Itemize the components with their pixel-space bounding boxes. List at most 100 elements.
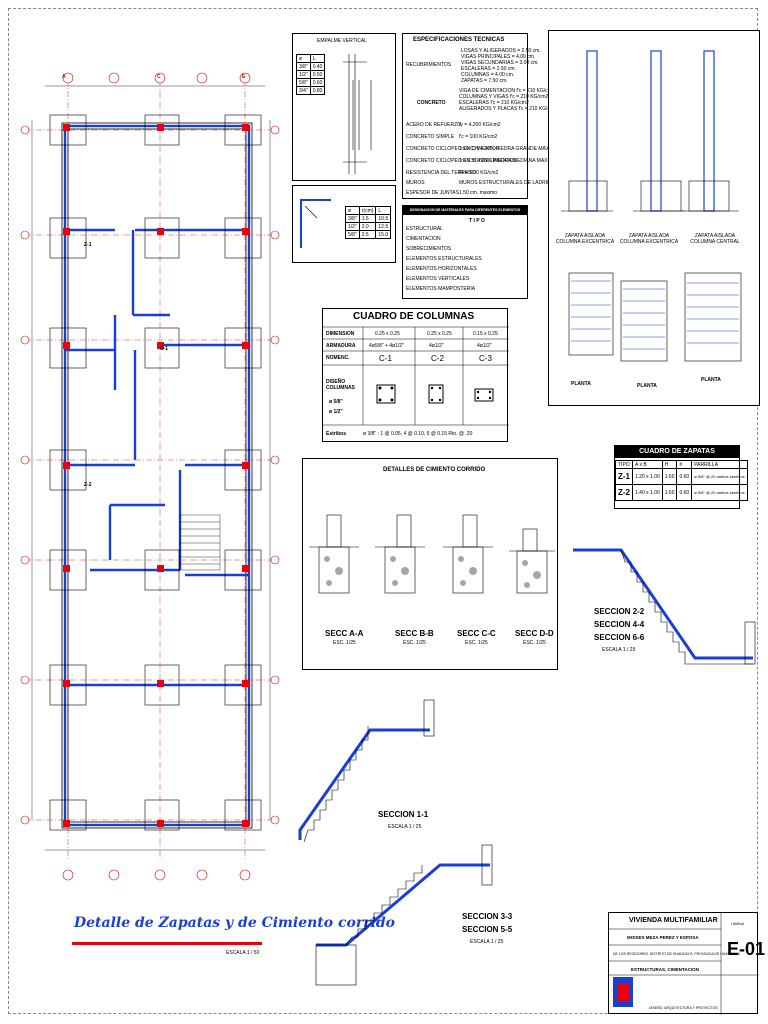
stair-section-35 bbox=[315, 844, 493, 986]
cimiento-title: DETALLES DE CIMIENTO CORRIDO bbox=[383, 467, 486, 473]
columnas-estribos: ø 3/8" : 1 @ 0.05, 4 @ 0.10, 5 @ 0.15 Rt… bbox=[363, 431, 473, 437]
cuadro-zapatas-cell: Z-2 bbox=[615, 484, 633, 501]
titleblock-lamina-label: LAMINA bbox=[731, 922, 745, 926]
cuadro-zapatas-cell: Z-1 bbox=[615, 468, 633, 485]
columnas-c2-dim: 0.25 x 0.25 bbox=[427, 331, 452, 337]
plan-foundation-beams bbox=[63, 124, 251, 827]
ganchos-cell: ø bbox=[345, 206, 360, 215]
zapata-planta-1: PLANTA bbox=[571, 381, 591, 387]
specs-row-value: fy = 4,200 KG/cm2 bbox=[459, 122, 501, 128]
specs-row-value: MUROS ESTRUCTURALES DE LADRILLO bbox=[459, 180, 557, 186]
specs-concreto-2: ESCALERAS f'c = 210 KG/cm2 bbox=[459, 100, 529, 106]
ganchos-cell: 1.5 bbox=[358, 214, 377, 223]
plan-axis-dims bbox=[25, 80, 275, 860]
specs-row-label: CONCRETO CICLOPEO EN SOBRECIMIENTOS bbox=[406, 158, 517, 164]
columnas-grid bbox=[323, 326, 509, 426]
cimiento-panel: DETALLES DE CIMIENTO CORRIDO SECC A-A ES… bbox=[302, 458, 558, 670]
stair-35-line1: SECCION 3-3 bbox=[462, 912, 513, 921]
specs-concreto-1: COLUMNAS Y VIGAS f'c = 210 KG/cm2 bbox=[459, 94, 549, 100]
designacion-row: ELEMENTOS HORIZONTALES bbox=[406, 266, 477, 272]
cimiento-sec-cc-scale: ESC. 1/25 bbox=[465, 640, 488, 646]
columnas-c1-dim: 0.25 x 0.25 bbox=[375, 331, 400, 337]
titleblock-sheet: E-01 bbox=[727, 939, 766, 959]
zapata-label-3: ZAPATA AISLADA COLUMNA CENTRAL bbox=[690, 233, 740, 245]
specs-row-value: f'c = 100 KG/cm2 bbox=[459, 134, 498, 140]
columnas-c2-nom: C-2 bbox=[431, 354, 444, 363]
plan-zapata-z2-label: Z-2 bbox=[84, 482, 92, 488]
columnas-panel: CUADRO DE COLUMNAS DIMENSION ARMADURA NO… bbox=[322, 308, 509, 442]
ganchos-cell: 10.5 bbox=[375, 214, 392, 223]
columnas-c3-nom: C-3 bbox=[479, 354, 492, 363]
cuadro-zapatas-header: H bbox=[661, 460, 678, 469]
specs-row-value: 1:10 C:H + 30% PIEDRA GRANDE MAXIMA 10" bbox=[459, 146, 567, 152]
plan-scale: ESCALA 1 / 50 bbox=[226, 950, 260, 956]
cuadro-zapatas-cell: 1.40 x 1.00 bbox=[632, 484, 663, 501]
columnas-c2-arm: 4ø1/2" bbox=[429, 343, 444, 349]
ganchos-cell: 1/2" bbox=[345, 222, 360, 231]
plan-footings bbox=[49, 114, 262, 831]
designacion-panel: DESIGNACION DE MATERIALES PARA DIFERENTE… bbox=[402, 205, 528, 299]
columnas-bar12: ø 1/2" bbox=[329, 409, 343, 415]
specs-concreto-0: VIGA DE CIMENTACION f'c = 210 KG/cm2 bbox=[459, 88, 555, 94]
empalme-title: EMPALME VERTICAL bbox=[317, 38, 367, 44]
designacion-tipo: T I P O bbox=[469, 218, 485, 224]
specs-row-value: Ft = 1.00 KG/cm2 bbox=[459, 170, 499, 176]
cuadro-zapatas-header: TIPO bbox=[615, 460, 633, 469]
cimiento-sec-aa: SECC A-A bbox=[325, 629, 364, 638]
cimiento-sec-cc: SECC C-C bbox=[457, 629, 496, 638]
plan-stair bbox=[179, 514, 221, 571]
stair-section-11 bbox=[298, 699, 435, 843]
cuadro-zapatas-header: A x B bbox=[632, 460, 663, 469]
stair-35-line2: SECCION 5-5 bbox=[462, 925, 513, 934]
gancho-detail bbox=[300, 199, 331, 248]
specs-row-label: CONCRETO CICLOPEO EN CIMIENTOS bbox=[406, 146, 500, 152]
columnas-c1-arm: 4ø5/8" + 4ø1/2" bbox=[369, 343, 404, 349]
plan-title: Detalle de Zapatas y de Cimiento corrido bbox=[74, 915, 396, 931]
specs-recub-0: LOSAS Y ALIGERADOS = 2.50 cm. bbox=[461, 48, 541, 54]
cimiento-sec-bb: SECC B-B bbox=[395, 629, 434, 638]
empalme-cell: 0.40 bbox=[309, 62, 326, 71]
specs-concreto-label: CONCRETO bbox=[417, 100, 446, 106]
cuadro-zapatas-cell: ø 5/8" @.20 ambos sentidos bbox=[691, 484, 748, 501]
plan-columns bbox=[63, 124, 249, 827]
stair-246-scale: ESCALA 1 / 25 bbox=[602, 647, 636, 653]
columnas-bar58: ø 5/8" bbox=[329, 399, 343, 405]
designacion-title: DESIGNACION DE MATERIALES PARA DIFERENTE… bbox=[403, 206, 527, 221]
stair-35-scale: ESCALA 1 / 25 bbox=[470, 939, 504, 945]
ganchos-cell: 2.5 bbox=[358, 230, 377, 239]
ganchos-cell: 5/8" bbox=[345, 230, 360, 239]
designacion-row: ELEMENTOS VERTICALES bbox=[406, 276, 470, 282]
cuadro-zapatas-cell: 0.60 bbox=[676, 468, 693, 485]
titleblock-grid bbox=[609, 913, 759, 1015]
columnas-armadura-label: ARMADURA bbox=[326, 343, 356, 349]
stair-246-line3: SECCION 6-6 bbox=[594, 633, 645, 642]
stair-246-line2: SECCION 4-4 bbox=[594, 620, 645, 629]
zapatas-sections bbox=[561, 50, 742, 362]
cuadro-zapatas-cell: ø 5/8" @.20 ambos sentidos bbox=[691, 468, 748, 485]
empalme-cell: L bbox=[309, 54, 326, 63]
empalme-cell: 1/2" bbox=[296, 70, 311, 79]
specs-row-label: MUROS bbox=[406, 180, 425, 186]
cuadro-zapatas-cell: 1.20 x 1.00 bbox=[632, 468, 663, 485]
plan-axis-label-e: E bbox=[242, 74, 246, 80]
columnas-title: CUADRO DE COLUMNAS bbox=[353, 311, 475, 322]
cuadro-zapatas-cell: 1.60 bbox=[661, 468, 678, 485]
plan-zapata-z1-label: Z-1 bbox=[84, 242, 92, 248]
specs-row-label: ESPESOR DE JUNTAS bbox=[406, 190, 459, 196]
titleblock-project: VIVIENDA MULTIFAMILIAR bbox=[629, 917, 718, 924]
empalme-detail bbox=[343, 54, 372, 174]
empalme-cell: 5/8" bbox=[296, 78, 311, 87]
specs-concreto-3: ALIGERADOS Y PLACAS f'c = 210 KG/cm2 bbox=[459, 106, 557, 112]
stair-11-line1: SECCION 1-1 bbox=[378, 810, 429, 819]
titleblock-owner: MOISES MEZA PEREZ Y ESPOSA bbox=[627, 935, 699, 940]
plan-column-c1-label: C-1 bbox=[160, 346, 169, 352]
cuadro-zapatas-cell: 1.60 bbox=[661, 484, 678, 501]
designacion-row: ESTRUCTURAL bbox=[406, 226, 443, 232]
specs-row-label: CONCRETO SIMPLE bbox=[406, 134, 455, 140]
stair-11-scale: ESCALA 1 / 25 bbox=[388, 824, 422, 830]
designacion-row: SOBRECIMIENTOS bbox=[406, 246, 452, 252]
specs-recub-2: VIGAS SECUNDARIAS = 3.00 cm. bbox=[461, 60, 539, 66]
titleblock-plane: ESTRUCTURAS, CIMENTACION bbox=[631, 967, 699, 972]
